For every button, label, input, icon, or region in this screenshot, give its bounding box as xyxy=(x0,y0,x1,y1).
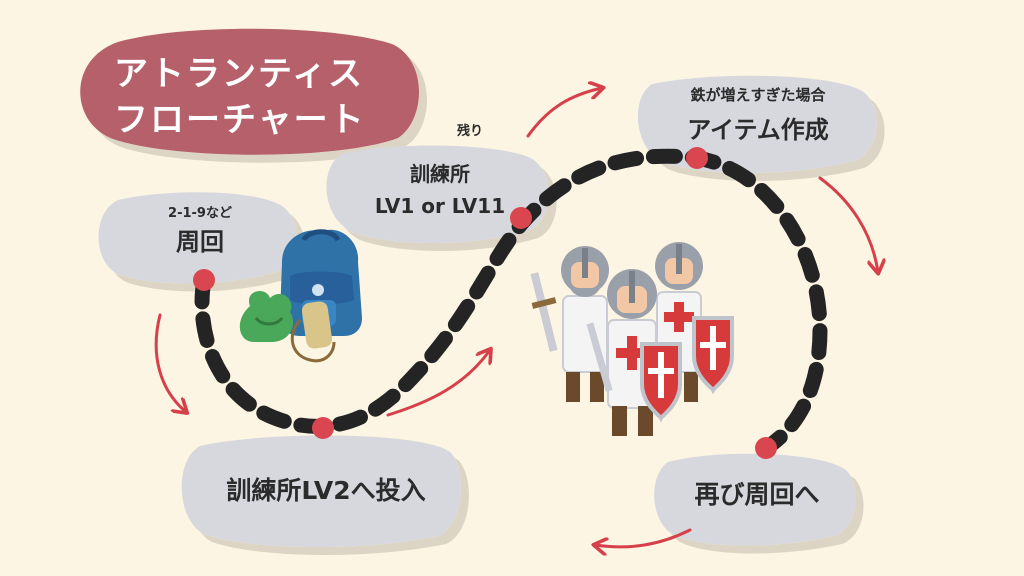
bubble-again xyxy=(654,453,856,546)
training-note: 残り xyxy=(456,124,483,139)
bubble-training-remaining xyxy=(326,145,549,243)
title-blob xyxy=(80,28,420,155)
bubble-loop xyxy=(98,192,297,284)
dot-again xyxy=(755,437,777,459)
title-line-2: フローチャート xyxy=(114,100,366,140)
arrow-right-down xyxy=(818,176,878,272)
item-label: アイテム作成 xyxy=(687,116,829,144)
loop-note: 2-1-9など xyxy=(168,206,232,221)
knights-illustration xyxy=(530,242,734,436)
bubble-invest xyxy=(181,435,461,548)
backpack-icon xyxy=(239,229,362,363)
arrow-down-left xyxy=(154,313,186,412)
invest-label: 訓練所LV2へ投入 xyxy=(226,476,426,505)
item-note: 鉄が増えすぎた場合 xyxy=(690,86,826,104)
training-line-2: LV1 or LV11 xyxy=(374,194,506,218)
dot-item xyxy=(686,147,708,169)
title-line-1: アトランティス xyxy=(114,54,364,94)
arrow-top-up xyxy=(526,88,602,138)
training-line-1: 訓練所 xyxy=(410,162,470,186)
arrow-bottom-left xyxy=(595,528,692,547)
loop-label: 周回 xyxy=(176,228,224,256)
dot-training xyxy=(510,207,532,229)
again-label: 再び周回へ xyxy=(694,480,820,509)
dot-invest xyxy=(312,417,334,439)
dot-loop xyxy=(193,269,215,291)
arrow-center-up xyxy=(386,350,490,417)
